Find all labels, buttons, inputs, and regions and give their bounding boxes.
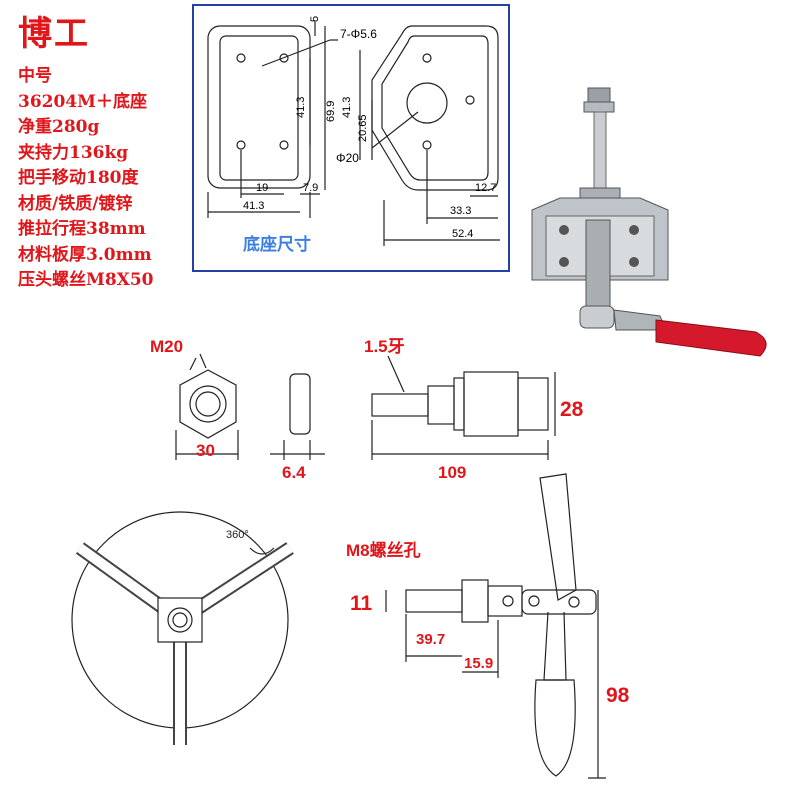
label-thread: 1.5牙 <box>364 337 405 356</box>
dim-41-3-v: 41.3 <box>295 97 307 118</box>
product-photo <box>531 87 767 357</box>
base-dimension-frame <box>192 4 510 272</box>
spec-handle-angle: 把手移动180度 <box>18 168 139 188</box>
angle-label: 360° <box>226 529 249 541</box>
dim-12-7: 12.7 <box>475 182 496 194</box>
base-dimension-title: 底座尺寸 <box>243 235 311 255</box>
dim-20-65: 20.65 <box>357 114 369 142</box>
dim-5: 5 <box>309 16 321 22</box>
dim-69-9: 69.9 <box>325 101 337 122</box>
spec-model: 36204M＋底座 <box>18 91 147 112</box>
spec-thickness: 材料板厚3.0mm <box>18 244 152 265</box>
dim-phi20: Φ20 <box>336 151 359 165</box>
label-m8: M8螺丝孔 <box>346 540 421 560</box>
dim-28: 28 <box>560 398 584 421</box>
spec-list: 中号 36204M＋底座 净重280g 夹持力136kg 把手移动180度 材质… <box>18 64 154 294</box>
dim-52-4: 52.4 <box>452 228 473 240</box>
dim-39-7: 39.7 <box>416 631 445 648</box>
dim-98: 98 <box>606 684 630 707</box>
spec-material: 材质/铁质/镀锌 <box>18 193 133 214</box>
dim-6-4: 6.4 <box>282 463 306 482</box>
dim-7-9: 7.9 <box>303 182 318 194</box>
dim-109: 109 <box>438 463 466 482</box>
dim-11: 11 <box>350 592 373 615</box>
spec-weight: 净重280g <box>18 117 100 137</box>
dim-33-3: 33.3 <box>450 205 471 217</box>
spec-screw: 压头螺丝M8X50 <box>18 270 154 290</box>
brand-title: 博工 <box>18 14 90 54</box>
dim-15-9: 15.9 <box>464 655 493 672</box>
dim-holes: 7-Φ5.6 <box>340 27 377 41</box>
spec-clamp-force: 夹持力136kg <box>18 142 129 163</box>
spec-size: 中号 <box>18 66 52 86</box>
dim-19: 19 <box>256 182 268 194</box>
label-m20: M20 <box>150 337 183 356</box>
dim-30: 30 <box>196 441 215 460</box>
dim-41-3-h: 41.3 <box>243 200 264 212</box>
dim-41-3-v2: 41.3 <box>341 97 353 118</box>
spec-stroke: 推拉行程38mm <box>18 219 146 239</box>
